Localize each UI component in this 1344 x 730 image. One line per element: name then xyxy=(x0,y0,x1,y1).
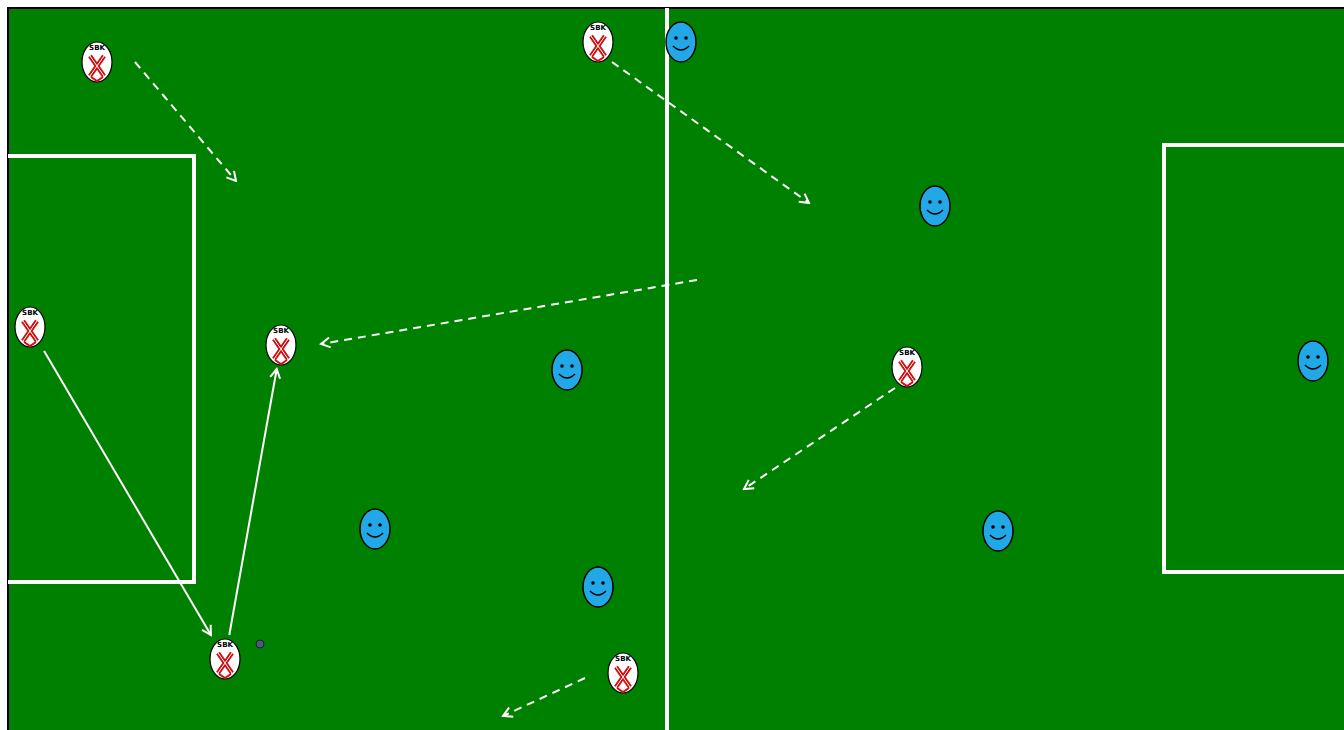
opponent-player xyxy=(920,186,950,226)
badge-text: SBK xyxy=(209,638,241,649)
run-arrow xyxy=(503,678,585,716)
player-badge: SBK xyxy=(81,41,113,83)
badge-text: SBK xyxy=(582,21,614,32)
player-badge: SBK xyxy=(265,324,297,366)
run-arrows xyxy=(135,62,895,716)
badge-text: SBK xyxy=(891,346,923,357)
run-arrow xyxy=(135,62,236,181)
halfway-line xyxy=(665,8,669,730)
pass-arrow xyxy=(229,369,276,635)
badge-text: SBK xyxy=(607,652,639,663)
badge-text: SBK xyxy=(14,306,46,317)
badge-text: SBK xyxy=(81,41,113,52)
opponent-player xyxy=(983,511,1013,551)
opponent-player xyxy=(1298,341,1328,381)
player-badge: SBK xyxy=(607,652,639,694)
player-badge: SBK xyxy=(891,346,923,388)
run-arrow xyxy=(612,62,809,203)
player-badge: SBK xyxy=(209,638,241,680)
player-badge: SBK xyxy=(582,21,614,63)
opponent-player xyxy=(583,567,613,607)
opponent-player xyxy=(552,350,582,390)
opponents xyxy=(360,22,1328,607)
run-arrow xyxy=(321,280,697,344)
penalty-box xyxy=(8,156,194,582)
run-arrow xyxy=(744,388,895,489)
opponent-player xyxy=(666,22,696,62)
penalty-box xyxy=(1164,145,1344,572)
player-badge: SBK xyxy=(14,306,46,348)
pitch-ground xyxy=(8,8,1344,730)
opponent-player xyxy=(360,509,390,549)
pass-arrow xyxy=(44,351,211,635)
badge-text: SBK xyxy=(265,324,297,335)
ball xyxy=(256,640,264,648)
